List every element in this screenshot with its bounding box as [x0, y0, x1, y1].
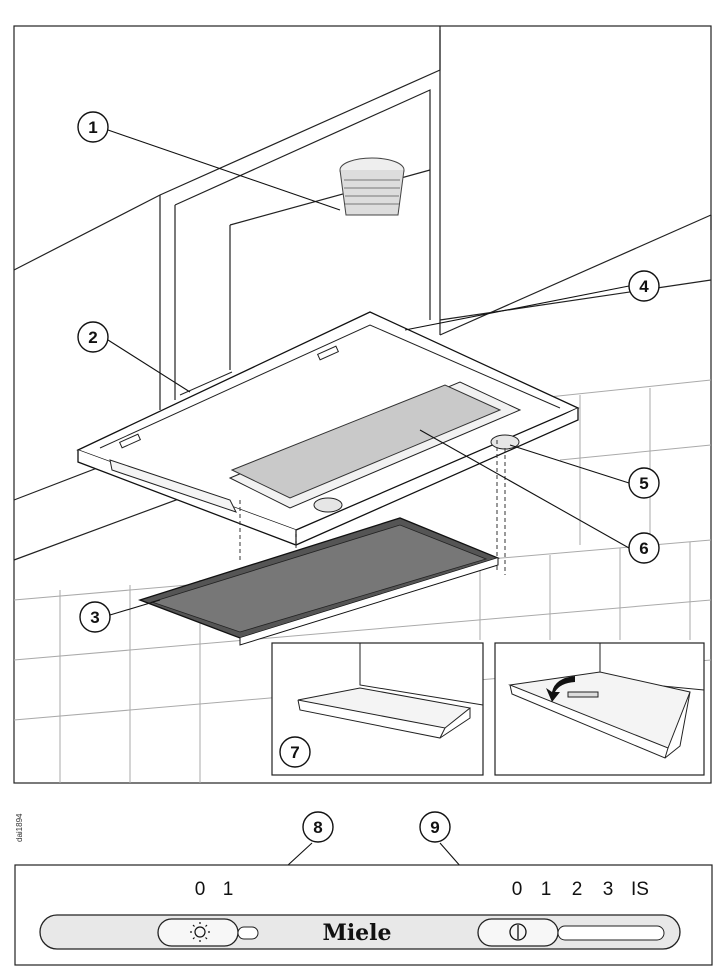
- power-icon: [509, 923, 527, 941]
- light-bulb-icon: [190, 922, 210, 942]
- brand-logo: Miele: [322, 920, 391, 946]
- fan-switch[interactable]: [477, 918, 559, 947]
- light-switch[interactable]: [157, 918, 239, 947]
- callout-4-label: 4: [639, 277, 649, 296]
- callout-2: 2: [77, 321, 109, 353]
- callout-7-label: 7: [290, 743, 299, 762]
- callout-6-label: 6: [639, 539, 648, 558]
- light-switch-track: [237, 926, 259, 940]
- callout-8: 8: [302, 811, 334, 843]
- callout-5-label: 5: [639, 474, 648, 493]
- callout-4: 4: [628, 270, 660, 302]
- callout-1-label: 1: [88, 118, 97, 137]
- fan-scale-2: 2: [572, 879, 583, 900]
- callout-3: 3: [79, 601, 111, 633]
- image-code: dai1894: [15, 813, 24, 842]
- callout-3-label: 3: [90, 608, 99, 627]
- callout-7: 7: [279, 736, 311, 768]
- light-scale-1: 1: [223, 879, 234, 900]
- callout-8-label: 8: [313, 818, 322, 837]
- fan-scale-is: IS: [631, 879, 649, 900]
- callout-1: 1: [77, 111, 109, 143]
- light-scale-0: 0: [195, 879, 206, 900]
- callout-9: 9: [419, 811, 451, 843]
- callout-9-label: 9: [430, 818, 439, 837]
- swing-direction-arrow-icon: [546, 676, 575, 702]
- callout-5: 5: [628, 467, 660, 499]
- fan-scale-0: 0: [512, 879, 523, 900]
- grease-filter-panel: [230, 384, 502, 499]
- callout-2-label: 2: [88, 328, 97, 347]
- fan-scale-3: 3: [603, 879, 614, 900]
- fan-switch-track: [557, 925, 665, 941]
- callout-6: 6: [628, 532, 660, 564]
- fan-scale-1: 1: [541, 879, 552, 900]
